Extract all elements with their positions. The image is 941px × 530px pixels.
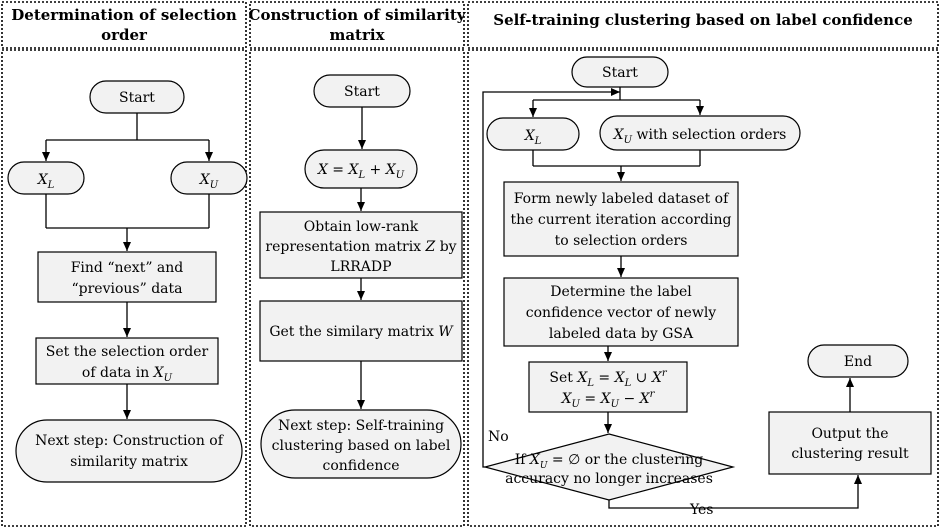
s1-next-node: [15, 419, 243, 483]
s3-form-node: [503, 181, 739, 257]
s1-set-node: [35, 337, 219, 385]
s3-out-line1: Output the: [811, 426, 888, 442]
s3-det-node: [503, 277, 739, 347]
section1-header-frame: [1, 1, 247, 49]
section2-title-line1: Construction of similarity: [249, 6, 467, 24]
s3-set-line1: Set XL = XL ∪ Xr: [549, 368, 667, 389]
s3-det-line3: labeled data by GSA: [549, 326, 694, 342]
section2-body-frame: [249, 49, 465, 527]
s3-det-line2: confidence vector of newly: [526, 305, 717, 321]
section3-title: Self-training clustering based on label …: [493, 11, 913, 29]
s3-edge-yes-to-output: [608, 475, 862, 509]
s2-next-line1: Next step: Self-training: [278, 418, 444, 434]
section3-header-frame: [467, 1, 939, 49]
s3-set-node: [528, 361, 688, 413]
s2-obtain-line2: representation matrix Z by: [265, 239, 456, 255]
s2-start-label: Start: [344, 84, 380, 100]
s2-next-node: [260, 409, 462, 479]
section2-header-frame: [249, 1, 465, 49]
s2-next-line2: clustering based on label: [272, 438, 451, 454]
s1-set-line1: Set the selection order: [46, 344, 209, 360]
s3-form-line2: the current iteration according: [511, 212, 732, 228]
s2-get-label: Get the similary matrix W: [269, 324, 454, 340]
s2-obtain-line3: LRRADP: [330, 259, 391, 275]
edge-label-no: No: [488, 429, 509, 445]
s3-start-label: Start: [602, 65, 638, 81]
s3-out-node: [768, 411, 932, 475]
s3-form-line1: Form newly labeled dataset of: [514, 191, 730, 207]
s1-find-line1: Find “next” and: [71, 260, 184, 276]
s2-next-line3: confidence: [322, 458, 399, 474]
s3-form-line3: to selection orders: [555, 233, 688, 249]
s2-edges: [357, 107, 366, 409]
s2-get-node: [259, 300, 463, 362]
section1-body-frame: [1, 49, 247, 527]
edge-label-yes: Yes: [689, 502, 714, 518]
s3-end-node: [807, 344, 909, 378]
s3-end-label: End: [844, 354, 872, 370]
s2-obtain-line1: Obtain low-rank: [304, 219, 419, 235]
s3-dec-line1: If XU = ∅ or the clustering: [515, 452, 704, 471]
s3-xu-label: XU with selection orders: [613, 127, 787, 146]
s3-dec-line2: accuracy no longer increases: [505, 471, 713, 487]
s2-x-label: X = XL + XU: [317, 162, 405, 181]
s1-find-line2: “previous” data: [71, 281, 182, 297]
s3-edge-no-loop: [482, 88, 620, 468]
section3-body-frame: [467, 49, 939, 527]
s1-edges: [42, 113, 213, 419]
section1-title-line1: Determination of selection: [11, 6, 237, 24]
s1-set-line2: of data in XU: [82, 365, 173, 384]
s3-det-line1: Determine the label: [550, 284, 692, 300]
section1-title-line2: order: [101, 26, 148, 44]
section2-title-line2: matrix: [329, 26, 385, 44]
s3-out-line2: clustering result: [791, 446, 909, 462]
s1-start-label: Start: [119, 90, 155, 106]
s3-edges: [482, 87, 862, 509]
s1-next-line1: Next step: Construction of: [35, 433, 225, 449]
s3-set-line2: XU = XU − Xr: [561, 389, 656, 410]
s1-next-line2: similarity matrix: [70, 454, 188, 470]
